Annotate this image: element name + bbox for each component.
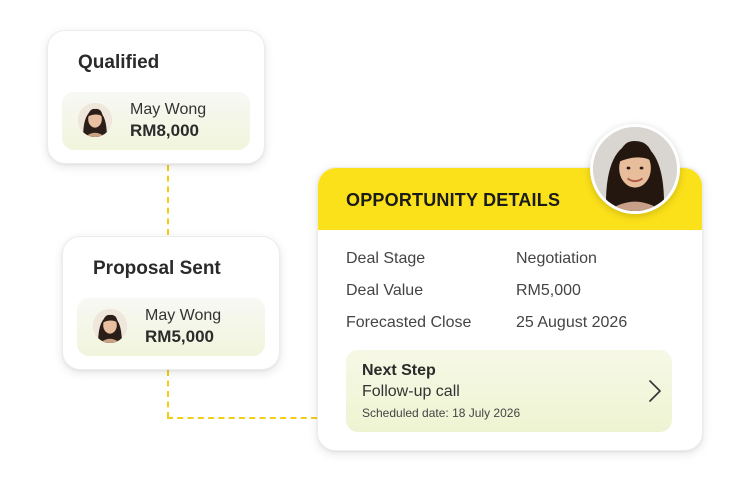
deal-value-label: Deal Value	[346, 282, 424, 299]
avatar-icon	[78, 103, 112, 137]
deal-value-value: RM5,000	[516, 282, 581, 299]
connector-line-vertical-1	[167, 165, 169, 235]
person-name: May Wong	[145, 307, 222, 324]
chevron-right-icon[interactable]	[648, 379, 662, 403]
next-step-date: Scheduled date: 18 July 2026	[362, 406, 521, 420]
deal-stage-value: Negotiation	[516, 250, 597, 267]
next-step-title: Next Step	[362, 362, 436, 379]
forecasted-close-value: 25 August 2026	[516, 314, 628, 331]
connector-line-horizontal	[167, 417, 317, 419]
deal-amount: RM5,000	[145, 327, 214, 346]
deal-amount: RM8,000	[130, 121, 199, 140]
stage-card-proposal-sent[interactable]: Proposal Sent May Wong RM5,000	[62, 236, 280, 370]
stage-card-qualified[interactable]: Qualified May Wong RM8,000	[47, 30, 265, 164]
next-step-panel[interactable]: Next Step Follow-up call Scheduled date:…	[346, 350, 672, 432]
next-step-action: Follow-up call	[362, 383, 460, 400]
deal-stage-label: Deal Stage	[346, 250, 426, 267]
person-name: May Wong	[130, 101, 207, 118]
details-title: OPPORTUNITY DETAILS	[346, 190, 561, 210]
stage-title: Qualified	[78, 52, 160, 73]
stage-title: Proposal Sent	[93, 258, 221, 279]
profile-avatar-icon	[590, 124, 680, 214]
opportunity-details-card: OPPORTUNITY DETAILS Deal Stage Negotiati…	[317, 124, 703, 451]
person-pill[interactable]: May Wong RM5,000	[77, 298, 265, 356]
avatar-icon	[93, 309, 127, 343]
person-pill[interactable]: May Wong RM8,000	[62, 92, 250, 150]
connector-line-vertical-2	[167, 370, 169, 418]
forecasted-close-label: Forecasted Close	[346, 314, 472, 331]
